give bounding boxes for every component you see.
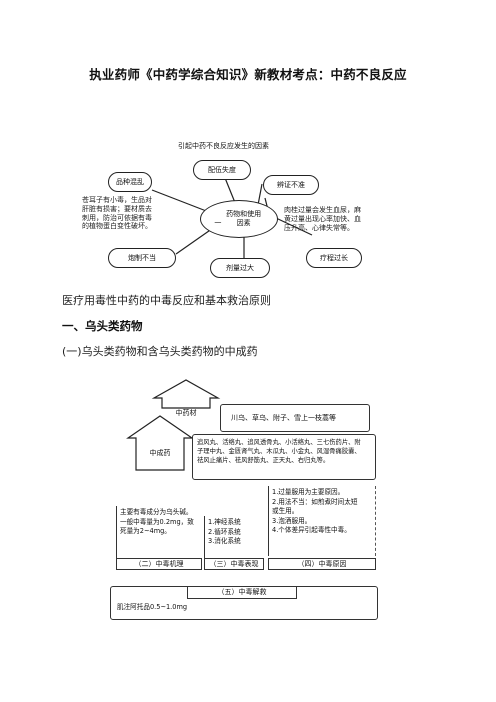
node-bianzheng-label: 辨证不准	[277, 181, 305, 189]
node-pinzhong-label: 品种混乱	[116, 178, 144, 186]
zhongchengyao-label-box: 中成药	[136, 438, 184, 468]
symptom-line: 3.消化系统	[208, 537, 241, 546]
cause-line: 2.用法不当：如煎煮时间太短	[272, 497, 358, 506]
mechanism-line: 主要有毒成分为乌头碱。	[120, 508, 193, 516]
mechanism-line: 死量为2~4mg。	[120, 527, 171, 536]
factors-header: 引起中药不良反应发生的因素	[178, 142, 269, 150]
node-liaocheng: 疗程过长	[306, 248, 362, 268]
rescue-tab: （五）中毒解救	[187, 587, 297, 599]
node-bianzheng: 辨证不准	[263, 175, 319, 195]
center-factor: 一 药物和使用因素	[200, 200, 278, 238]
wutou-diagram: 中药材 川乌、草乌、附子、雪上一枝蒿等 中成药 追风丸、活络丸、追风透骨丸、小活…	[0, 360, 496, 620]
note-left-line: 肝脏有损害；要材质去	[82, 204, 152, 213]
cause-line: 1.过量服用为主要原因。	[272, 488, 345, 496]
zhongyaocai-label: 中药材	[175, 409, 197, 417]
note-left: 苍耳子有小毒，生品对 肝脏有损害；要材质去 刺用，防治可依据有毒 的植物蛋白变性…	[82, 196, 200, 231]
mechanism-box: 主要有毒成分为乌头碱。 一般中毒量为0.2mg，致 死量为2~4mg。	[116, 506, 204, 558]
mechanism-line: 一般中毒量为0.2mg，致	[120, 517, 194, 526]
mechanism-tab: （二）中毒机理	[116, 558, 202, 570]
zhongyaocai-text: 川乌、草乌、附子、雪上一枝蒿等	[231, 414, 336, 422]
note-left-line: 苍耳子有小毒，生品对	[82, 196, 152, 204]
node-paozhi-label: 炮制不当	[128, 254, 156, 262]
symptoms-tab: （三）中毒表现	[204, 558, 264, 570]
note-right: 肉桂过量会发生血尿，麻 黄过量出现心率加快、血 压升高、心律失常等。	[284, 206, 394, 232]
cause-line: 或生用。	[272, 507, 299, 516]
rescue-box: （五）中毒解救 肌注阿托品0.5~1.0mg	[110, 586, 378, 620]
note-left-line: 刺用，防治可依据有毒	[82, 213, 152, 222]
symptom-line: 1.神经系统	[208, 518, 241, 526]
symptom-line: 2.循环系统	[208, 527, 241, 536]
node-pinzhong: 品种混乱	[108, 172, 152, 192]
mechanism-tab-label: （二）中毒机理	[134, 560, 184, 568]
wutou-arrows	[126, 379, 221, 471]
cause-line: 4.个体差异引起毒性中毒。	[272, 526, 351, 535]
zhongchengyao-label: 中成药	[149, 449, 171, 457]
symptoms-tab-label: （三）中毒表现	[209, 560, 259, 568]
note-right-line: 黄过量出现心率加快、血	[284, 214, 361, 223]
node-jiliang: 剂量过大	[210, 258, 270, 278]
zhongchengyao-line: 子理中丸、金匮肾气丸、木瓜丸、小金丸、风湿骨痛胶囊、	[197, 448, 361, 456]
document-title: 执业药师《中药学综合知识》新教材考点：中药不良反应	[89, 67, 407, 82]
causes-tab: （四）中毒原因	[268, 558, 376, 570]
node-peiwu: 配伍失度	[193, 160, 251, 180]
node-liaocheng-label: 疗程过长	[320, 254, 348, 262]
causes-tab-label: （四）中毒原因	[297, 560, 347, 568]
factors-diagram: 引起中药不良反应发生的因素 配伍失度 辨证不准 品种混乱 一 药物和使用因素 苍…	[0, 0, 496, 300]
principle-heading: 医疗用毒性中药的中毒反应和基本救治原则	[62, 294, 271, 307]
node-peiwu-label: 配伍失度	[208, 166, 236, 174]
causes-box: 1.过量服用为主要原因。 2.用法不当：如煎煮时间太短 或生用。 3.泡酒服用。…	[268, 486, 376, 556]
center-prefix: 一	[214, 219, 222, 227]
zhongchengyao-line: 祛风止痛片、祛风舒筋丸、正天丸、右归丸等。	[197, 457, 330, 465]
node-paozhi: 炮制不当	[108, 248, 176, 268]
center-label: 药物和使用因素	[226, 209, 262, 227]
rescue-tab-label: （五）中毒解救	[217, 588, 267, 596]
rescue-text: 肌注阿托品0.5~1.0mg	[117, 603, 188, 611]
note-left-line: 的植物蛋白变性破坏。	[82, 222, 152, 231]
zhongyaocai-label-box: 中药材	[162, 400, 210, 426]
symptoms-box: 1.神经系统 2.循环系统 3.消化系统	[204, 516, 264, 558]
zhongyaocai-box: 川乌、草乌、附子、雪上一枝蒿等	[220, 404, 370, 432]
section-heading-wutou: 一、乌头类药物	[62, 319, 143, 333]
note-right-line: 压升高、心律失常等。	[284, 223, 354, 232]
note-right-line: 肉桂过量会发生血尿，麻	[284, 206, 361, 214]
zhongchengyao-box: 追风丸、活络丸、追风透骨丸、小活络丸、三七伤药片、附 子理中丸、金匮肾气丸、木瓜…	[192, 434, 376, 480]
cause-line: 3.泡酒服用。	[272, 516, 312, 525]
node-jiliang-label: 剂量过大	[226, 264, 254, 272]
zhongchengyao-line: 追风丸、活络丸、追风透骨丸、小活络丸、三七伤药片、附	[197, 439, 361, 446]
subsection-heading: (一)乌头类药物和含乌头类药物的中成药	[62, 345, 258, 358]
